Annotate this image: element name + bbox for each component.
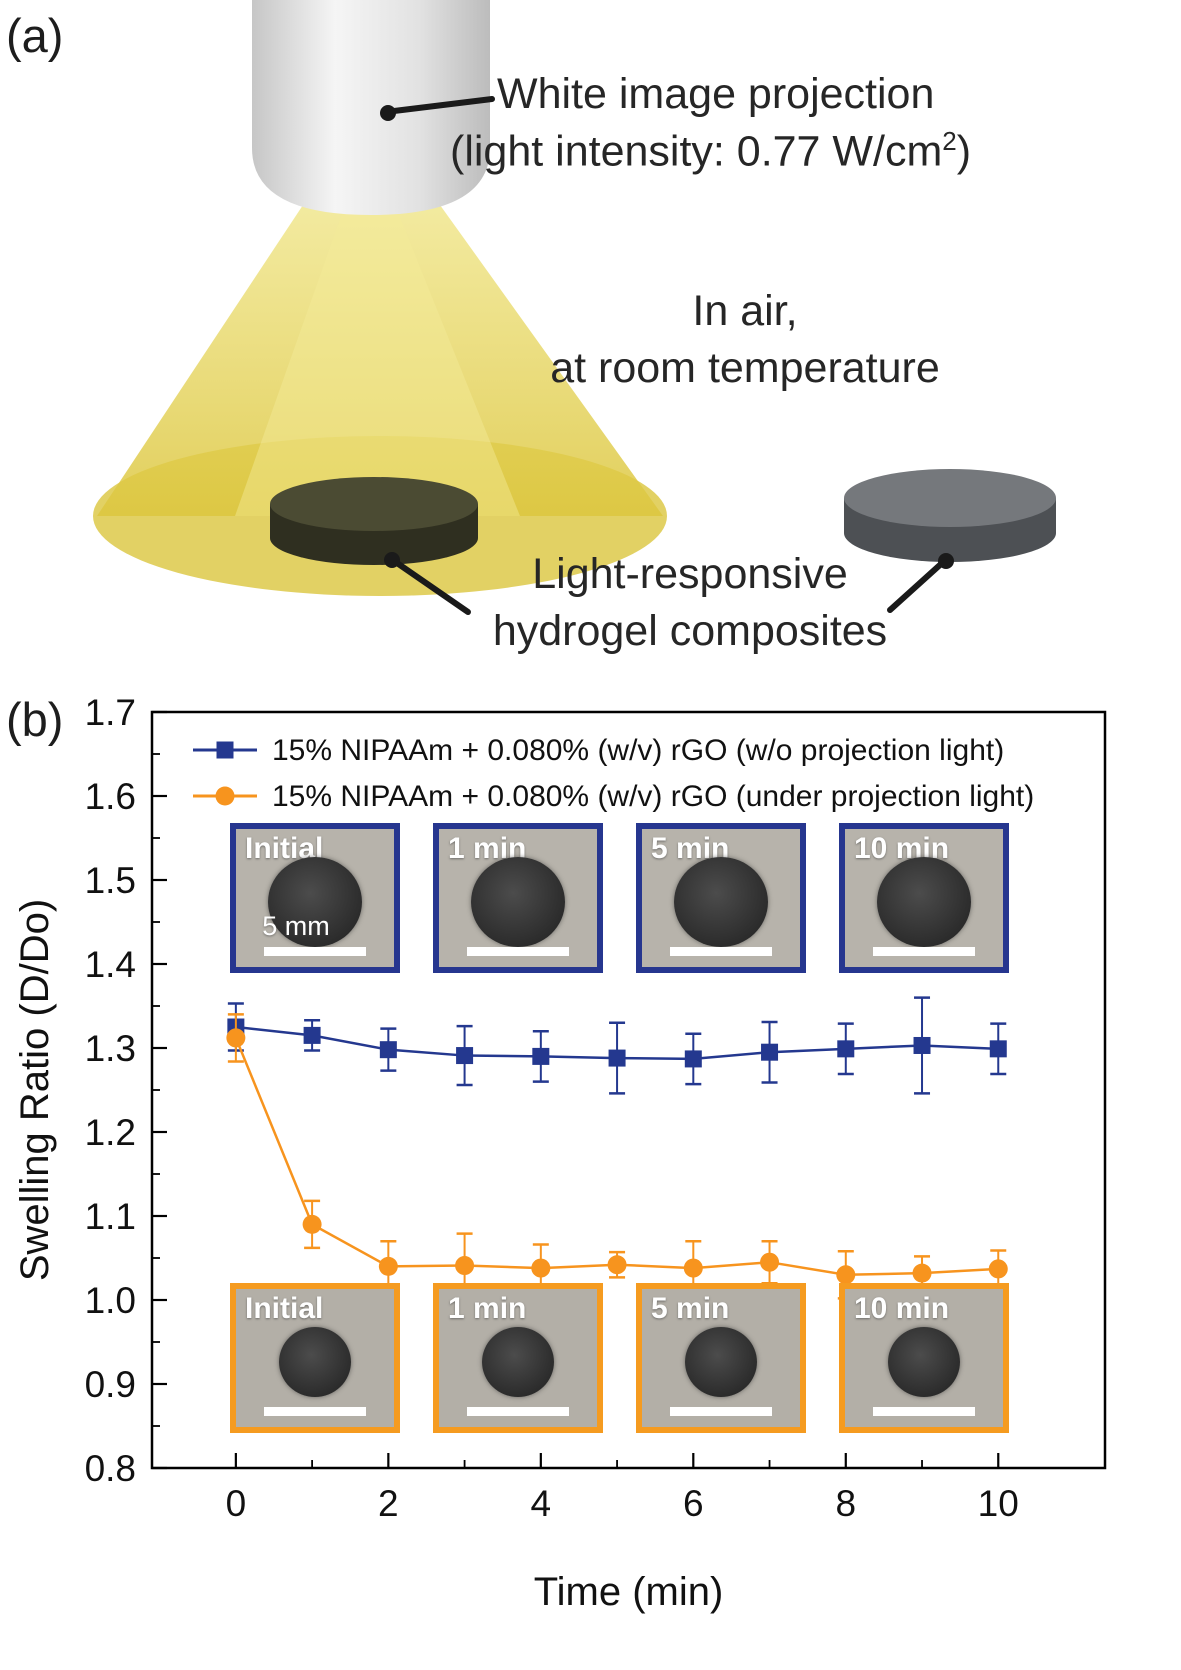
inset-photo-top-initial: Initial 5 mm [230, 823, 400, 973]
square-marker [837, 1040, 855, 1058]
hydrogel-disk-photo [268, 857, 362, 948]
y-axis-title: Swelling Ratio (D/Do) [13, 899, 57, 1281]
x-tick-label: 0 [226, 1483, 247, 1524]
y-tick-label: 1.7 [85, 692, 136, 733]
pointer-disk-right [887, 553, 954, 613]
circle-marker [760, 1252, 780, 1272]
circle-marker [912, 1263, 932, 1283]
inset-photo-top-10min: 10 min [839, 823, 1009, 973]
y-tick-label: 1.0 [85, 1280, 136, 1321]
scale-bar-text: 5 mm [262, 911, 330, 941]
series-line [234, 1037, 999, 1277]
hydrogel-disk-photo [279, 1327, 351, 1398]
projection-schematic [93, 0, 1056, 615]
scale-bar [873, 947, 975, 956]
hydrogel-disk-photo [482, 1327, 554, 1398]
square-marker [456, 1047, 474, 1065]
inset-photo-bottom-1min: 1 min [433, 1283, 603, 1433]
hydrogel-disk-illuminated [270, 477, 478, 565]
inset-photo-bottom-10min: 10 min [839, 1283, 1009, 1433]
legend-label: 15% NIPAAm + 0.080% (w/v) rGO (w/o proje… [272, 734, 1004, 767]
inset-label: 5 min [651, 1292, 730, 1325]
pointer-projector [380, 96, 495, 121]
x-tick-label: 2 [378, 1483, 399, 1524]
inset-label: Initial [245, 1292, 324, 1325]
projection-title: White image projection [497, 70, 935, 118]
hydrogel-disk-photo [674, 857, 768, 948]
square-marker [532, 1047, 550, 1065]
circle-marker [836, 1265, 856, 1285]
condition-line2: at room temperature [550, 344, 940, 392]
circle-marker [378, 1256, 398, 1276]
inset-photo-bottom-initial: Initial [230, 1283, 400, 1433]
y-tick-label: 1.4 [85, 944, 136, 985]
inset-photo-top-5min: 5 min [636, 823, 806, 973]
legend-square-marker [216, 741, 234, 759]
inset-label: 10 min [854, 1292, 950, 1325]
square-marker [303, 1026, 321, 1044]
hydrogel-disk-photo [685, 1327, 757, 1398]
square-marker [684, 1050, 702, 1068]
y-tick-label: 1.5 [85, 860, 136, 901]
hydrogel-disk-dark [844, 469, 1056, 562]
inset-label: 1 min [448, 1292, 527, 1325]
hydrogel-disk-photo [888, 1327, 960, 1398]
light-intensity-suffix: ) [956, 127, 972, 176]
series-line [235, 1025, 999, 1061]
scale-bar [467, 947, 569, 956]
square-marker [379, 1041, 397, 1059]
square-marker [761, 1043, 779, 1061]
y-tick-label: 0.8 [85, 1448, 136, 1489]
scale-bar [264, 1407, 366, 1416]
sample-text: Light-responsive hydrogel composites [455, 546, 925, 660]
light-intensity-prefix: (light intensity: 0.77 W/cm [450, 127, 943, 176]
series-square [227, 996, 1007, 1095]
panel-b-label: (b) [6, 693, 64, 746]
inset-photo-bottom-5min: 5 min [636, 1283, 806, 1433]
y-tick-label: 1.3 [85, 1028, 136, 1069]
light-intensity-sup: 2 [942, 126, 957, 156]
legend-circle-marker [215, 786, 235, 806]
square-marker [913, 1036, 931, 1054]
legend-label: 15% NIPAAm + 0.080% (w/v) rGO (under pro… [272, 780, 1034, 813]
y-tick-label: 0.9 [85, 1364, 136, 1405]
series-circle [226, 1013, 1008, 1300]
circle-marker [226, 1028, 246, 1048]
circle-marker [531, 1258, 551, 1278]
condition-line1: In air, [692, 287, 798, 335]
x-tick-label: 4 [531, 1483, 552, 1524]
circle-marker [988, 1259, 1008, 1279]
pointer-disk-left [384, 552, 471, 615]
scale-bar [670, 947, 772, 956]
scale-bar [264, 947, 366, 956]
circle-marker [302, 1214, 322, 1234]
hydrogel-disk-photo [471, 857, 565, 948]
y-tick-label: 1.2 [85, 1112, 136, 1153]
condition-text: In air, at room temperature [545, 283, 945, 397]
inset-photo-top-1min: 1 min [433, 823, 603, 973]
circle-marker [683, 1258, 703, 1278]
sample-line2: hydrogel composites [492, 607, 888, 655]
scale-bar [467, 1407, 569, 1416]
x-tick-label: 6 [683, 1483, 704, 1524]
sample-line1: Light-responsive [532, 550, 848, 598]
square-marker [989, 1040, 1007, 1058]
y-tick-label: 1.1 [85, 1196, 136, 1237]
light-intensity-text: (light intensity: 0.77 W/cm2) [450, 126, 971, 176]
x-tick-label: 8 [835, 1483, 856, 1524]
circle-marker [455, 1256, 475, 1276]
light-cone [97, 205, 663, 516]
y-tick-label: 1.6 [85, 776, 136, 817]
x-axis-title: Time (min) [534, 1570, 724, 1614]
x-tick-label: 10 [978, 1483, 1019, 1524]
hydrogel-disk-photo [877, 857, 971, 948]
scale-bar [873, 1407, 975, 1416]
square-marker [227, 1018, 245, 1036]
circle-marker [607, 1255, 627, 1275]
square-marker [608, 1049, 626, 1067]
scale-bar [670, 1407, 772, 1416]
projector-cylinder [252, 0, 490, 215]
panel-a-label: (a) [6, 9, 64, 62]
